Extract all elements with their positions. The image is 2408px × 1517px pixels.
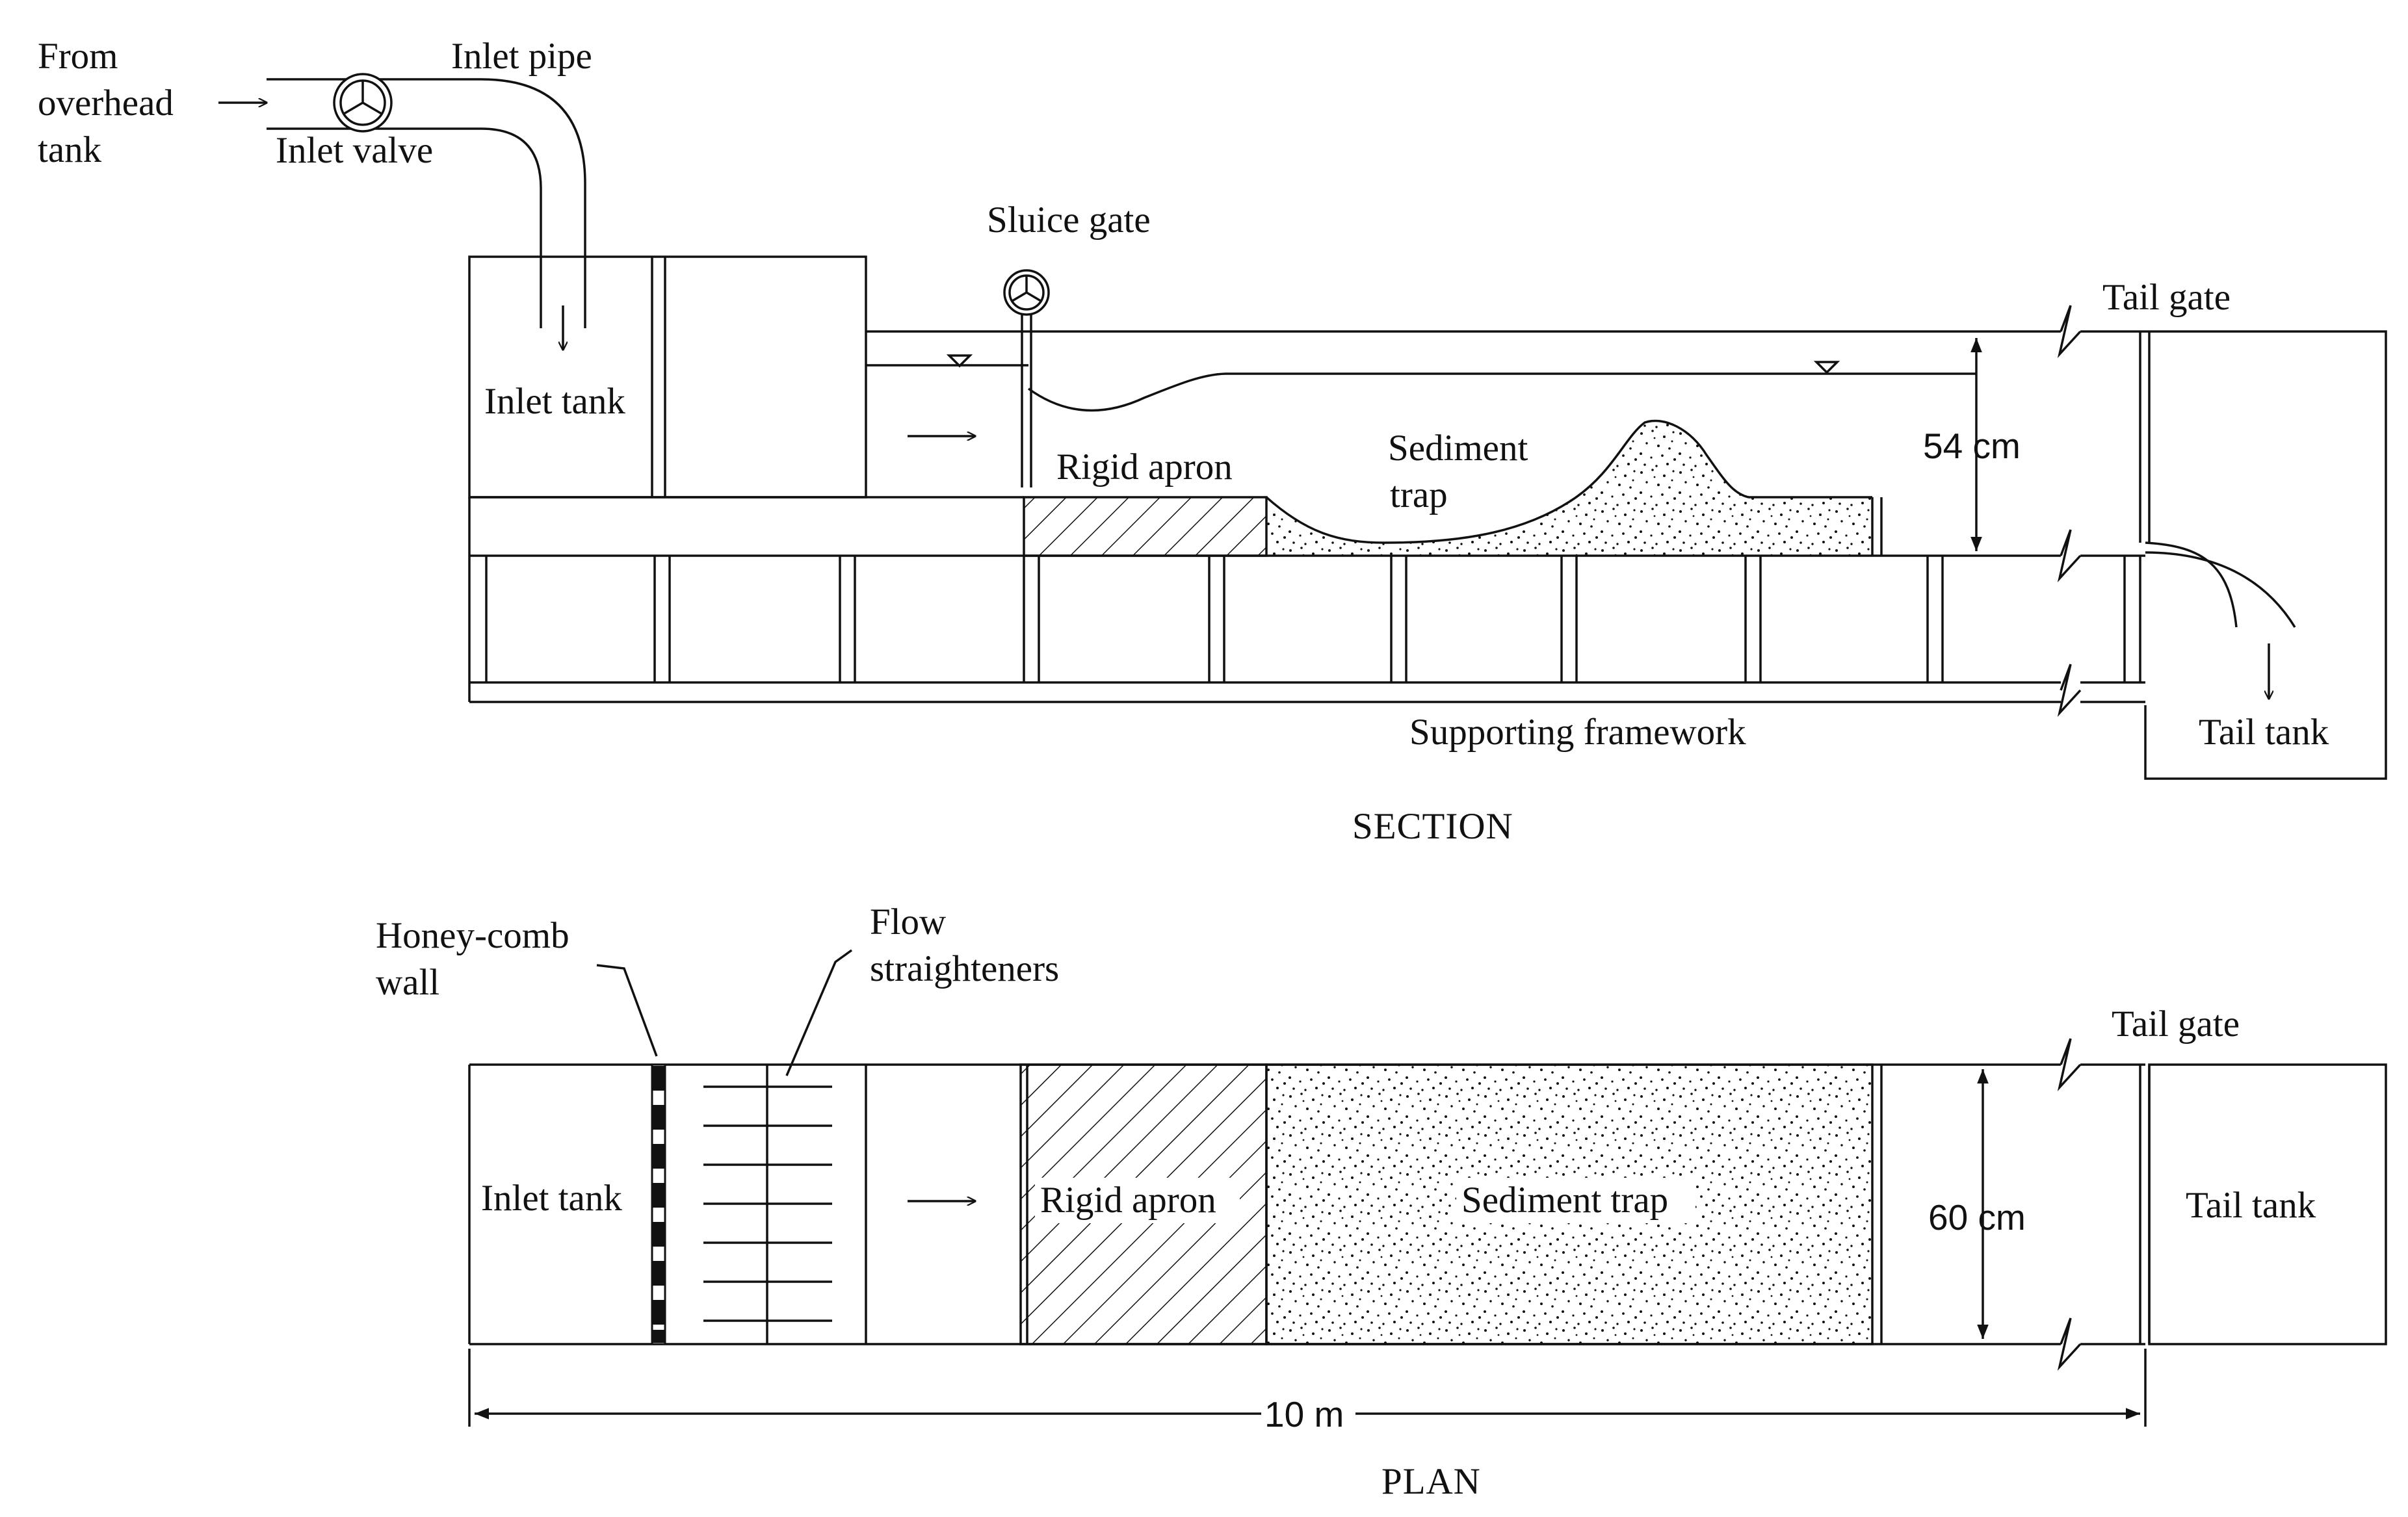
break-symbol-icon	[2057, 529, 2082, 583]
tail-tank	[2144, 330, 2387, 780]
tail-gate-label: Tail gate	[2102, 277, 2231, 318]
supporting-framework	[468, 556, 2145, 703]
from-tank-label-line1: From	[38, 36, 118, 77]
sediment-trap-label-line2: trap	[1390, 474, 1448, 515]
break-symbol-icon	[2057, 1317, 2082, 1371]
inlet-pipe-label: Inlet pipe	[451, 36, 592, 77]
from-tank-label-line2: overhead	[38, 83, 174, 123]
tail-gate	[2139, 331, 2151, 543]
depth-dimension-label: 54 cm	[1923, 426, 2021, 466]
plan-rigid-apron-label: Rigid apron	[1040, 1180, 1216, 1221]
plan-tail-gate-label: Tail gate	[2112, 1004, 2240, 1044]
break-symbol-icon	[2057, 1038, 2082, 1092]
plan-sediment-trap-label: Sediment trap	[1461, 1180, 1668, 1221]
channel	[866, 330, 2145, 436]
tail-tank-label: Tail tank	[2199, 712, 2329, 753]
inlet-pipe	[218, 78, 586, 350]
inlet-valve-label: Inlet valve	[276, 130, 433, 171]
honeycomb-leader	[596, 964, 658, 1057]
rigid-apron-hatch	[1023, 496, 1268, 557]
break-symbol-icon	[2057, 305, 2082, 359]
inlet-valve-icon	[333, 73, 393, 133]
section-caption: SECTION	[1352, 806, 1513, 847]
plan-tail-tank-label: Tail tank	[2186, 1185, 2316, 1226]
plan-inlet-tank-label: Inlet tank	[481, 1178, 622, 1219]
sediment-bed	[1266, 421, 1872, 556]
inlet-tank-label: Inlet tank	[484, 381, 625, 422]
section-view: From overhead tank Inlet pipe Inlet valv…	[38, 36, 2387, 847]
rigid-apron-label: Rigid apron	[1056, 447, 1233, 487]
sluice-gate	[1003, 269, 1050, 487]
from-tank-label-line3: tank	[38, 129, 102, 170]
honeycomb-wall-label-line1: Honey-comb	[376, 915, 569, 956]
break-symbol-icon	[2057, 664, 2082, 718]
sluice-gate-label: Sluice gate	[987, 200, 1151, 240]
straighteners-leader	[785, 949, 853, 1076]
sediment-trap-label-line1: Sediment	[1388, 428, 1528, 469]
inlet-tank	[468, 255, 867, 499]
flow-straighteners-label-line1: Flow	[870, 901, 946, 942]
length-dimension-label: 10 m	[1264, 1394, 1344, 1434]
honeycomb-wall-label-line2: wall	[376, 962, 439, 1003]
water-level-marker-icon	[946, 354, 973, 368]
flow-straighteners-label-line2: straighteners	[870, 948, 1059, 989]
honeycomb-wall	[651, 1063, 666, 1345]
plan-view: Honey-comb wall Flow straighteners Tail …	[376, 901, 2387, 1502]
width-dimension-label: 60 cm	[1928, 1197, 2026, 1238]
flow-straighteners	[703, 1065, 832, 1344]
plan-tail-tank	[2148, 1063, 2387, 1345]
plan-caption: PLAN	[1381, 1461, 1481, 1502]
water-level-marker-icon	[1813, 361, 1840, 374]
supporting-framework-label: Supporting framework	[1409, 712, 1746, 753]
